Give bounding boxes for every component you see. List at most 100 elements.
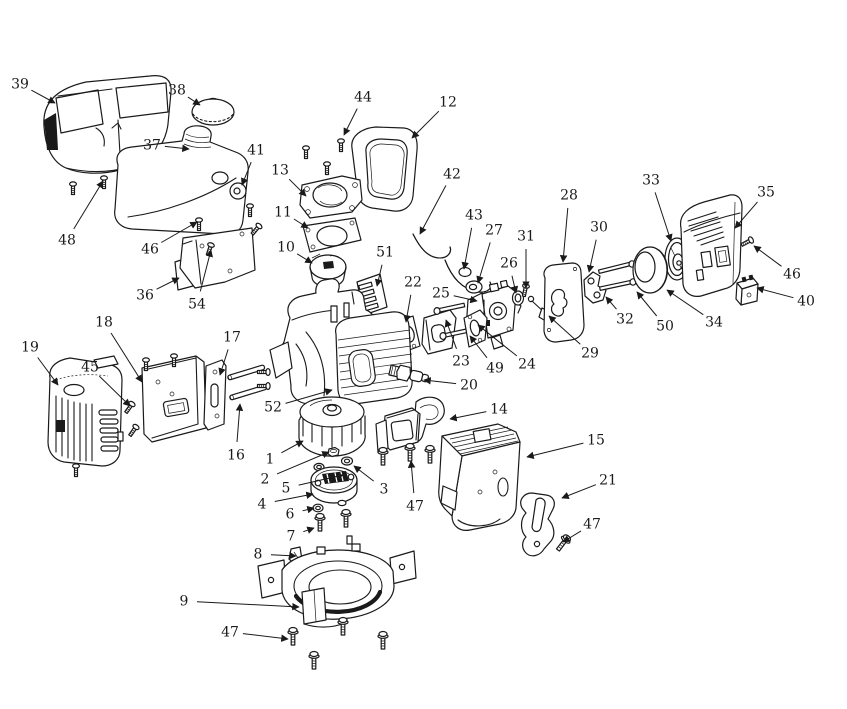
part-number-label: 28 <box>560 188 578 204</box>
part-muffler-cover <box>47 355 124 467</box>
part-number-label: 48 <box>58 233 76 249</box>
part-number-label: 17 <box>223 330 241 346</box>
part-number-label: 33 <box>642 173 660 189</box>
part-number-label: 2 <box>261 472 270 488</box>
screw <box>71 463 81 478</box>
part-number-label: 44 <box>354 90 372 106</box>
leader-line <box>281 440 304 454</box>
housing-screw <box>377 630 389 650</box>
screw <box>302 145 310 160</box>
leader-line <box>654 192 673 242</box>
screw <box>122 399 137 416</box>
part-stop-switch <box>735 274 759 306</box>
leader-line <box>302 505 315 514</box>
leader-line <box>444 319 457 349</box>
part-mount-plate <box>299 175 363 219</box>
housing-screw <box>337 616 349 636</box>
leader-line <box>411 110 440 139</box>
leader-line <box>461 227 473 270</box>
leader-line <box>756 286 794 299</box>
leader-line <box>353 465 375 482</box>
part-number-label: 49 <box>486 361 504 377</box>
leader-line <box>734 201 758 229</box>
part-number-label: 32 <box>616 312 634 328</box>
part-number-label: 37 <box>143 138 161 154</box>
part-number-label: 43 <box>465 208 483 224</box>
part-number-label: 42 <box>443 167 461 183</box>
screw <box>246 203 254 218</box>
part-cylinder <box>335 311 413 405</box>
housing-screw <box>308 650 320 670</box>
part-number-label: 34 <box>705 315 723 331</box>
part-washer-small <box>337 499 347 507</box>
part-number-label: 26 <box>500 256 518 272</box>
part-o-ring-small <box>312 503 324 513</box>
part-foam-element <box>632 246 669 294</box>
leader-line <box>477 324 518 357</box>
leader-line <box>218 349 229 376</box>
part-number-label: 6 <box>286 507 295 523</box>
leader-line <box>235 403 244 443</box>
part-number-label: 9 <box>180 594 189 610</box>
part-number-label: 18 <box>95 315 113 331</box>
part-number-label: 10 <box>277 240 295 256</box>
leader-line <box>288 178 307 197</box>
part-number-label: 22 <box>404 275 422 291</box>
leader-line <box>199 249 213 292</box>
leader-line <box>242 633 289 642</box>
leader-line <box>562 530 582 543</box>
part-ignition-coil <box>375 396 445 453</box>
leader-line <box>31 89 56 104</box>
leader-line <box>526 442 584 460</box>
housing-screw <box>287 626 299 646</box>
part-number-label: 15 <box>587 433 605 449</box>
coil-screw <box>424 444 436 464</box>
part-number-label: 7 <box>287 529 296 545</box>
part-number-label: 47 <box>583 517 601 533</box>
leader-line <box>453 295 478 304</box>
part-number-label: 4 <box>258 497 267 513</box>
leader-line <box>274 491 314 502</box>
leader-line <box>276 451 330 475</box>
leader-line <box>270 551 297 560</box>
part-number-label: 51 <box>376 245 394 261</box>
leader-line <box>469 335 488 359</box>
part-flywheel-nut <box>327 446 340 458</box>
part-number-label: 27 <box>485 223 503 239</box>
part-number-label: 29 <box>581 346 599 362</box>
part-filter-cover <box>679 194 743 297</box>
part-starter-pulley <box>310 466 358 504</box>
leader-line <box>156 277 180 290</box>
carb-mount-bolt <box>433 302 466 316</box>
part-handle <box>351 126 418 212</box>
part-washer <box>340 456 354 466</box>
leader-line <box>510 275 519 294</box>
part-number-label: 1 <box>266 452 275 468</box>
leader-line <box>161 221 198 243</box>
part-engine-cover <box>438 423 521 531</box>
part-number-label: 25 <box>432 286 450 302</box>
part-number-label: 52 <box>264 400 282 416</box>
screw <box>337 138 345 153</box>
part-number-label: 31 <box>517 229 535 245</box>
part-grommet <box>229 182 247 200</box>
leader-line <box>241 161 252 186</box>
leader-line <box>164 144 190 153</box>
part-fuel-cap <box>191 97 235 126</box>
leader-line <box>449 411 487 422</box>
part-number-label: 19 <box>21 340 39 356</box>
part-number-label: 41 <box>247 143 265 159</box>
part-shield-bracket <box>520 492 555 557</box>
part-tank-bracket <box>174 227 256 291</box>
leader-line <box>296 253 313 264</box>
part-number-label: 3 <box>380 482 389 498</box>
part-number-label: 47 <box>406 499 424 515</box>
leader-line <box>605 296 617 310</box>
leader-line <box>374 264 383 287</box>
leader-line <box>37 357 59 386</box>
filter-bolt <box>597 260 636 274</box>
part-number-label: 50 <box>656 319 674 335</box>
part-line-grommet <box>465 280 483 294</box>
leader-line <box>548 315 581 345</box>
